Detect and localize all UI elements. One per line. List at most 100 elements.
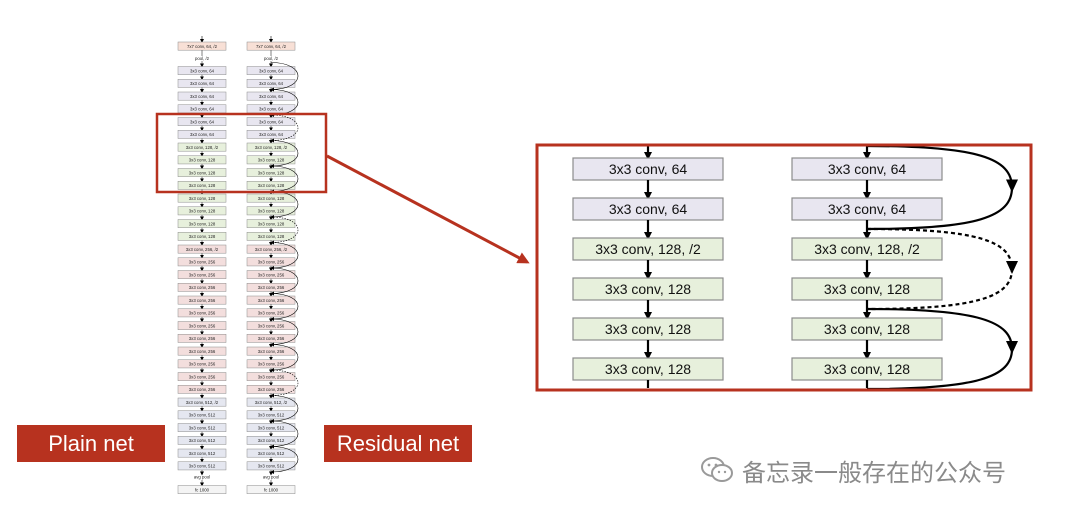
conv-block-label: 3x3 conv, 64	[190, 119, 215, 124]
highlight-box	[155, 112, 328, 194]
conv-block-label: 3x3 conv, 64	[259, 119, 284, 124]
conv-block-label: 3x3 conv, 512	[258, 438, 285, 443]
fc-label: fc 1000	[195, 487, 210, 492]
conv-block-label: 3x3 conv, 128	[189, 234, 216, 239]
conv-block-label: 3x3 conv, 128	[189, 221, 216, 226]
conv-block-label: 3x3 conv, 256	[258, 285, 285, 290]
zoom-conv-label: 3x3 conv, 64	[828, 201, 907, 217]
zoom-conv-label: 3x3 conv, 128	[605, 321, 691, 337]
conv-block-label: 3x3 conv, 256	[258, 323, 285, 328]
residual-net-column: 7x7 conv, 64, /2 pool, /2 3x3 conv, 64 3x3 …	[246, 36, 299, 494]
conv-block-label: 3x3 conv, 512, /2	[186, 400, 219, 405]
conv-block-label: 3x3 conv, 64	[259, 132, 284, 137]
identity-shortcut	[270, 395, 299, 423]
highlight-annotation	[155, 112, 1033, 392]
first-conv-label: 7x7 conv, 64, /2	[256, 44, 287, 49]
conv-block-label: 3x3 conv, 256	[189, 272, 216, 277]
conv-block-label: 3x3 conv, 64	[190, 107, 215, 112]
conv-block-label: 3x3 conv, 128	[258, 234, 285, 239]
zoom-conv-label: 3x3 conv, 128	[824, 281, 910, 297]
conv-block-label: 3x3 conv, 128	[258, 170, 285, 175]
projection-shortcut	[270, 369, 299, 398]
conv-block-label: 3x3 conv, 512	[189, 451, 216, 456]
conv-block-label: 3x3 conv, 512	[258, 464, 285, 469]
conv-block-label: 3x3 conv, 256	[189, 311, 216, 316]
conv-block-label: 3x3 conv, 128	[258, 196, 285, 201]
conv-block-label: 3x3 conv, 128, /2	[186, 145, 219, 150]
conv-block-label: 3x3 conv, 64	[259, 107, 284, 112]
conv-block-label: 3x3 conv, 512	[258, 451, 285, 456]
zoom-conv-label: 3x3 conv, 128	[605, 281, 691, 297]
conv-block-label: 3x3 conv, 128	[258, 158, 285, 163]
conv-block-label: 3x3 conv, 64	[190, 132, 215, 137]
conv-block-label: 3x3 conv, 256	[258, 349, 285, 354]
conv-block-label: 3x3 conv, 64	[190, 94, 215, 99]
zoom-conv-label: 3x3 conv, 128, /2	[814, 241, 920, 257]
conv-block-label: 3x3 conv, 64	[190, 68, 215, 73]
zoom-conv-label: 3x3 conv, 64	[609, 161, 688, 177]
identity-shortcut	[270, 446, 299, 474]
first-conv-label: 7x7 conv, 64, /2	[187, 44, 218, 49]
fc-block	[246, 485, 296, 494]
conv-block-label: 3x3 conv, 128	[189, 196, 216, 201]
conv-block-label: 3x3 conv, 512	[258, 413, 285, 418]
identity-shortcut	[270, 293, 299, 321]
identity-shortcut	[270, 242, 299, 270]
conv-block-label: 3x3 conv, 128	[189, 158, 216, 163]
conv-block-label: 3x3 conv, 128	[189, 170, 216, 175]
conv-block-label: 3x3 conv, 128	[189, 183, 216, 188]
conv-block-label: 3x3 conv, 256	[189, 387, 216, 392]
conv-block-label: 3x3 conv, 128	[258, 183, 285, 188]
identity-shortcut	[270, 267, 299, 296]
conv-block-label: 3x3 conv, 128	[258, 221, 285, 226]
conv-block-label: 3x3 conv, 256	[258, 336, 285, 341]
conv-block-label: 3x3 conv, 256, /2	[186, 247, 219, 252]
wechat-icon	[700, 456, 734, 484]
shortcut-arrowhead	[1006, 261, 1018, 274]
conv-block-label: 3x3 conv, 256	[258, 272, 285, 277]
avg-pool-label: avg pool	[194, 475, 210, 480]
conv-block-label: 3x3 conv, 64	[259, 94, 284, 99]
identity-shortcut	[270, 140, 299, 168]
fc-label: fc 1000	[264, 487, 279, 492]
zoom-arrow	[326, 154, 530, 264]
plain-net-label: Plain net	[17, 425, 165, 462]
conv-block-label: 3x3 conv, 256	[258, 260, 285, 265]
zoom-conv-label: 3x3 conv, 64	[609, 201, 688, 217]
conv-block-label: 3x3 conv, 256	[189, 336, 216, 341]
conv-block-label: 3x3 conv, 256	[258, 374, 285, 379]
conv-block-label: 3x3 conv, 256, /2	[255, 247, 288, 252]
conv-block-label: 3x3 conv, 256	[258, 362, 285, 367]
conv-block-label: 3x3 conv, 256	[189, 323, 216, 328]
identity-shortcut	[270, 62, 299, 92]
conv-block-label: 3x3 conv, 128, /2	[255, 145, 288, 150]
zoom-conv-label: 3x3 conv, 128, /2	[595, 241, 701, 257]
pool-label: pool, /2	[264, 56, 279, 61]
projection-shortcut	[270, 114, 299, 143]
conv-block-label: 3x3 conv, 512	[258, 425, 285, 430]
conv-block-label: 3x3 conv, 256	[258, 298, 285, 303]
conv-block-label: 3x3 conv, 64	[259, 68, 284, 73]
conv-block-label: 3x3 conv, 256	[189, 298, 216, 303]
zoom-conv-label: 3x3 conv, 128	[605, 361, 691, 377]
zoom-conv-label: 3x3 conv, 128	[824, 361, 910, 377]
conv-block-label: 3x3 conv, 256	[189, 349, 216, 354]
projection-shortcut	[270, 216, 299, 245]
conv-block-label: 3x3 conv, 512	[189, 464, 216, 469]
conv-block-label: 3x3 conv, 512, /2	[255, 400, 288, 405]
plain-net-column: 7x7 conv, 64, /2 pool, /2 3x3 conv, 64 3x3 …	[177, 36, 227, 494]
conv-block-label: 3x3 conv, 256	[189, 260, 216, 265]
conv-block-label: 3x3 conv, 64	[259, 81, 284, 86]
conv-block-label: 3x3 conv, 256	[189, 374, 216, 379]
conv-block-label: 3x3 conv, 256	[258, 311, 285, 316]
conv-block-label: 3x3 conv, 64	[190, 81, 215, 86]
identity-shortcut	[270, 420, 299, 449]
shortcut-arrowhead	[1006, 179, 1018, 193]
shortcut-arrowhead	[1006, 341, 1018, 354]
pool-label: pool, /2	[195, 56, 210, 61]
watermark: 备忘录一般存在的公众号	[700, 450, 1006, 490]
conv-block-label: 3x3 conv, 128	[189, 209, 216, 214]
zoom-frame	[535, 143, 1033, 392]
conv-block-label: 3x3 conv, 512	[189, 413, 216, 418]
